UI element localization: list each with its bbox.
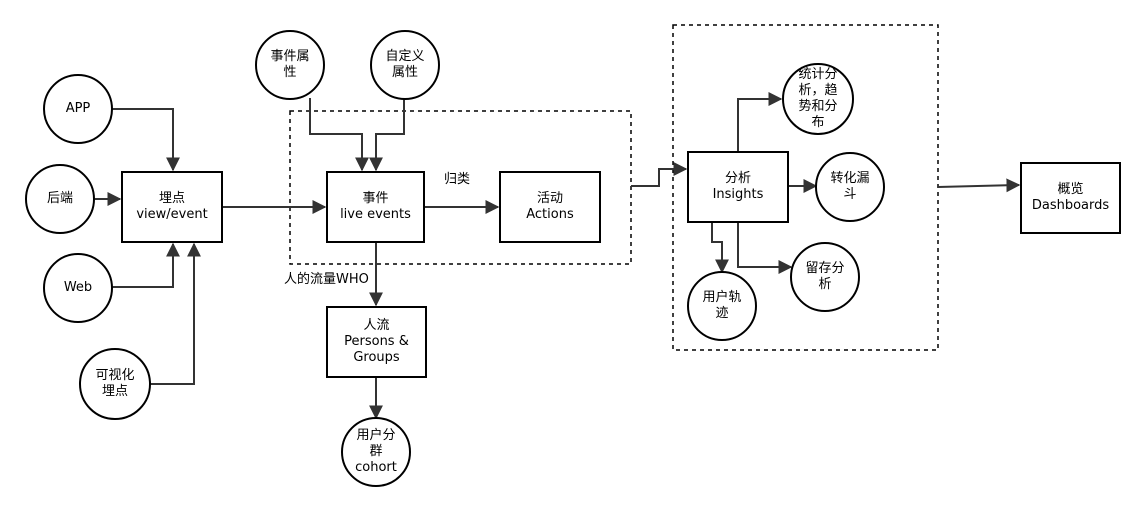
node-cohort-circle (341, 417, 411, 487)
node-actions-label: 活动 Actions (526, 191, 574, 222)
node-funnel-label: 转化漏 斗 (830, 171, 870, 202)
edge-app-to-tracking (110, 108, 180, 172)
analysis-region (672, 24, 939, 351)
edge-web-to-tracking (110, 242, 180, 288)
node-stats-circle (782, 63, 854, 135)
node-custom-props-label: 自定义 属性 (385, 49, 425, 80)
node-paths-circle (687, 271, 757, 341)
node-persons-label: 人流 Persons & Groups (344, 318, 409, 365)
event-region (289, 110, 632, 265)
edge-customprops-to-events (369, 98, 405, 172)
node-tracking-box (121, 171, 223, 243)
node-dashboards-label: 概览 Dashboards (1031, 182, 1110, 213)
node-insights-box (687, 151, 789, 223)
node-insights-label: 分析 Insights (712, 171, 764, 202)
node-tracking-label: 埋点 view/event (136, 191, 208, 222)
edge-insights-to-retention (737, 222, 793, 274)
node-event-props-circle (255, 30, 325, 100)
node-visual-tracking-label: 可视化 埋点 (95, 368, 135, 399)
edge-eventprops-to-events (309, 98, 369, 172)
node-visual-tracking-circle (79, 348, 151, 420)
node-dashboards-box (1020, 162, 1121, 234)
node-app-label: APP (65, 101, 91, 116)
node-custom-props-circle (370, 30, 440, 100)
node-cohort-label: 用户分 群 cohort (355, 428, 397, 475)
edge-visual-to-tracking (150, 242, 201, 385)
edge-label-who: 人的流量WHO (284, 272, 369, 287)
node-backend-circle (25, 164, 95, 234)
node-paths-label: 用户轨 迹 (702, 290, 742, 321)
node-events-label: 事件 live events (340, 191, 411, 222)
edge-label-classify: 归类 (444, 172, 471, 187)
edge-insights-to-paths (711, 222, 729, 274)
edge-region-to-insights (631, 162, 688, 187)
node-event-props-label: 事件属 性 (270, 49, 310, 80)
edge-insights-to-stats (737, 92, 783, 152)
node-actions-box (499, 171, 601, 243)
edge-region-to-dashboards (937, 178, 1021, 193)
node-web-label: Web (63, 280, 93, 295)
node-stats-label: 统计分 析，趋 势和分 布 (798, 67, 838, 130)
node-web-circle (43, 253, 113, 323)
node-backend-label: 后端 (46, 191, 73, 206)
node-persons-box (326, 306, 427, 378)
node-events-box (326, 171, 425, 243)
node-funnel-circle (815, 152, 885, 222)
node-retention-label: 留存分 析 (805, 261, 845, 292)
node-app-circle (43, 74, 113, 144)
node-retention-circle (790, 242, 860, 312)
